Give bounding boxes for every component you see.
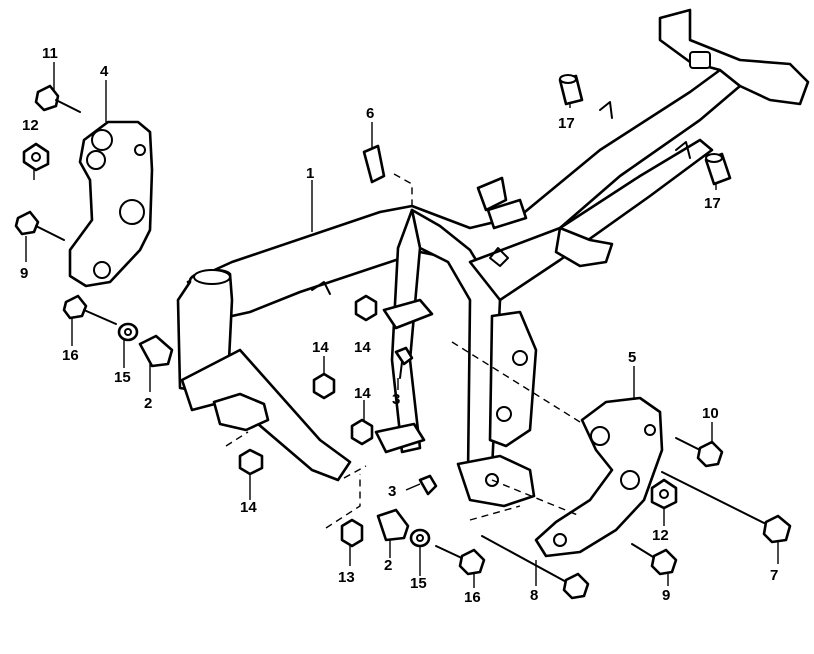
alignment-lines <box>225 173 581 529</box>
callout-12: 12 <box>652 527 669 544</box>
washer-part-15-upper <box>117 322 139 342</box>
bolt-part-7 <box>661 471 792 544</box>
callout-13: 13 <box>338 569 355 586</box>
bolt-part-16-upper <box>62 294 117 325</box>
nut-part-14-b <box>312 372 336 400</box>
callout-14: 14 <box>312 339 329 356</box>
callout-2: 2 <box>144 395 152 412</box>
callout-5: 5 <box>628 349 636 366</box>
callout-9: 9 <box>20 265 28 282</box>
bolt-part-16-lower <box>435 545 486 576</box>
callout-4: 4 <box>100 63 109 80</box>
collar-part-17-lower <box>704 152 732 186</box>
main-frame <box>176 8 810 508</box>
bolt-part-3-upper <box>394 346 414 379</box>
bolt-part-11 <box>34 84 81 113</box>
nut-part-14-a <box>354 294 378 322</box>
callout-15: 15 <box>410 575 427 592</box>
engine-hanger-front <box>68 120 154 288</box>
callout-11: 11 <box>42 45 58 62</box>
callout-10: 10 <box>702 405 719 422</box>
callout-14: 14 <box>240 499 257 516</box>
callout-14: 14 <box>354 385 371 402</box>
callout-labels: 1 2 2 3 3 4 5 6 7 8 9 9 10 11 12 12 13 1… <box>20 45 778 606</box>
callout-17: 17 <box>558 115 575 132</box>
callout-14: 14 <box>354 339 371 356</box>
callout-3: 3 <box>388 483 396 500</box>
callout-3: 3 <box>392 391 400 408</box>
engine-hanger-rear <box>534 396 664 558</box>
callout-9: 9 <box>662 587 670 604</box>
collar-part-17-upper <box>558 74 584 106</box>
spacer-part-2-lower <box>376 508 410 542</box>
callout-17: 17 <box>704 195 721 212</box>
washer-part-15-lower <box>409 528 431 548</box>
callout-1: 1 <box>306 165 314 182</box>
leader-lines <box>25 62 779 588</box>
spacer-part-2-upper <box>138 334 174 368</box>
nut-part-12-lower <box>650 478 678 510</box>
bolt-part-9-lower <box>631 543 678 576</box>
callout-6: 6 <box>366 105 374 122</box>
nut-part-14-c <box>350 418 374 446</box>
callout-12: 12 <box>22 117 39 134</box>
bolt-part-3-lower <box>418 474 438 496</box>
nut-part-14-d <box>238 448 264 476</box>
callout-8: 8 <box>530 587 538 604</box>
callout-16: 16 <box>62 347 79 364</box>
nut-part-13 <box>340 518 364 548</box>
bolt-part-8 <box>481 535 590 600</box>
bolt-part-10 <box>675 437 724 468</box>
callout-16: 16 <box>464 589 481 606</box>
bolt-part-9-upper <box>14 210 65 241</box>
nut-part-12-upper <box>22 142 50 172</box>
callout-15: 15 <box>114 369 131 386</box>
pad-part-6 <box>362 144 386 184</box>
callout-2: 2 <box>384 557 392 574</box>
callout-7: 7 <box>770 567 778 584</box>
